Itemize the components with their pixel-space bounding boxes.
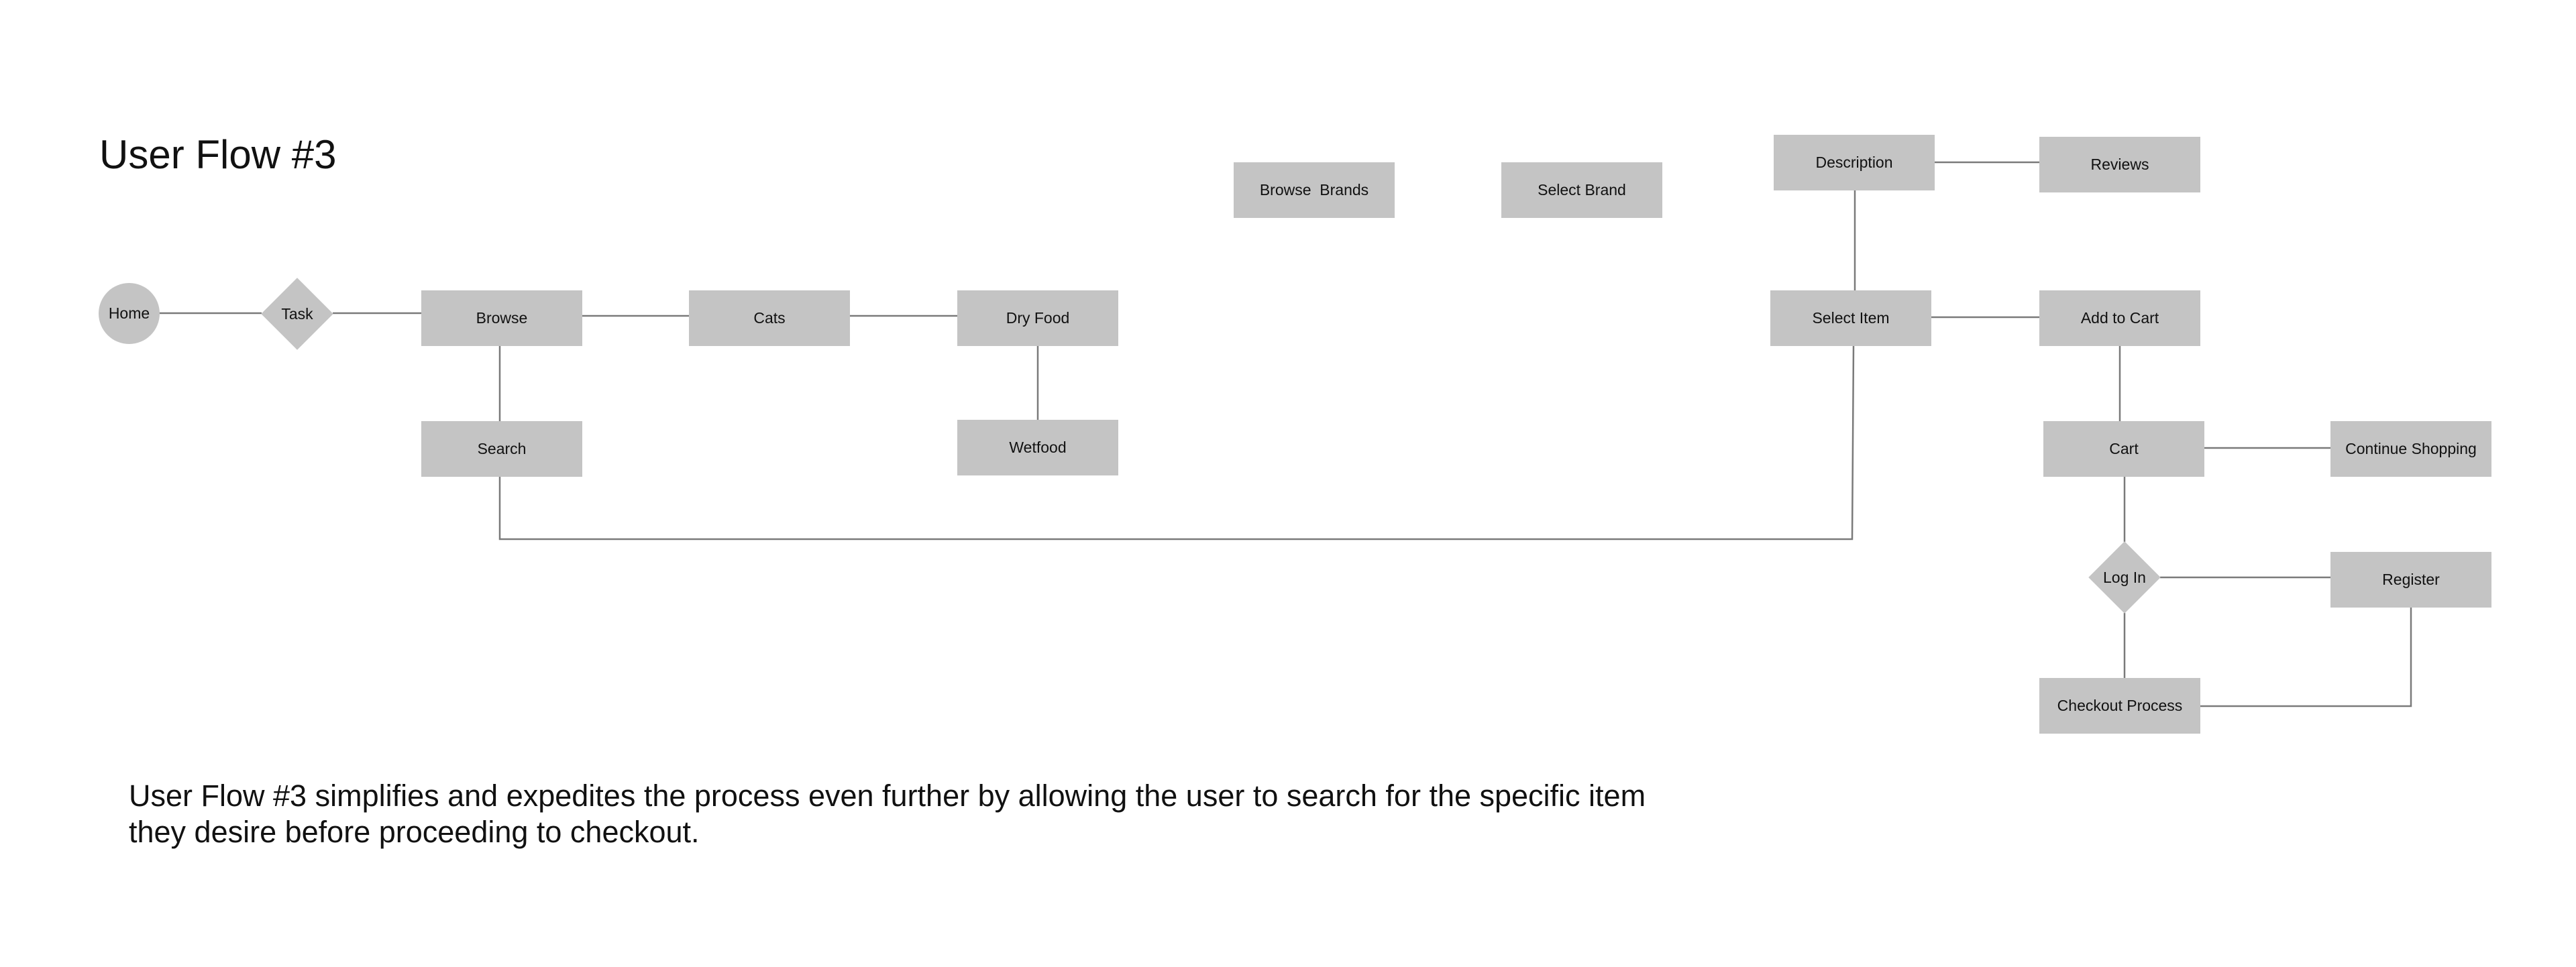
node-label: Cats	[753, 309, 786, 327]
node-cart: Cart	[2043, 421, 2204, 477]
node-label: Select Brand	[1538, 181, 1626, 198]
flow-description: User Flow #3 simplifies and expedites th…	[129, 779, 1646, 849]
node-label: Task	[281, 304, 313, 323]
node-add-to-cart: Add to Cart	[2039, 290, 2200, 346]
node-label: Continue Shopping	[2345, 440, 2477, 457]
node-label: Log In	[2103, 568, 2146, 586]
node-browse: Browse	[421, 290, 582, 346]
node-label: Search	[477, 440, 527, 457]
node-label: Home	[108, 304, 150, 322]
node-wetfood: Wetfood	[957, 420, 1118, 475]
node-label: Wetfood	[1009, 439, 1067, 456]
node-label: Checkout Process	[2057, 697, 2183, 714]
page-title: User Flow #3	[99, 132, 337, 177]
node-label: Browse Brands	[1259, 181, 1369, 198]
node-label: Description	[1815, 154, 1893, 171]
node-select-item: Select Item	[1770, 290, 1931, 346]
node-label: Cart	[2109, 440, 2139, 457]
node-description: Description	[1774, 135, 1935, 190]
node-continue-shopping: Continue Shopping	[2330, 421, 2491, 477]
node-label: Select Item	[1812, 309, 1890, 327]
node-home: Home	[99, 283, 160, 344]
node-label: Add to Cart	[2080, 309, 2159, 327]
node-browse-brands: Browse Brands	[1234, 162, 1395, 218]
node-log-in: Log In	[2088, 541, 2161, 614]
node-register: Register	[2330, 552, 2491, 608]
node-cats: Cats	[689, 290, 850, 346]
node-label: Reviews	[2090, 156, 2149, 173]
node-label: Dry Food	[1006, 309, 1070, 327]
node-reviews: Reviews	[2039, 137, 2200, 192]
node-label: Register	[2382, 571, 2440, 588]
node-task: Task	[260, 277, 334, 351]
node-label: Browse	[476, 309, 528, 327]
node-search: Search	[421, 421, 582, 477]
edge-search-select-item	[498, 345, 1855, 541]
node-dry-food: Dry Food	[957, 290, 1118, 346]
node-checkout-process: Checkout Process	[2039, 678, 2200, 734]
edge-register-checkout	[2199, 608, 2412, 707]
node-select-brand: Select Brand	[1501, 162, 1662, 218]
